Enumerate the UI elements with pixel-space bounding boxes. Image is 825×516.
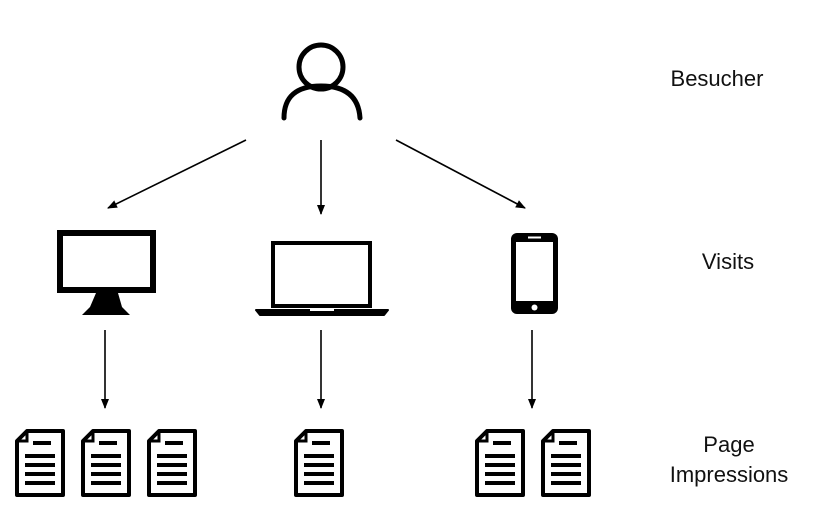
visitor-level-label: Besucher — [670, 66, 764, 91]
page-impressions-level-label: Page Impressions — [650, 430, 808, 490]
document-icon — [294, 429, 344, 497]
page-impressions-label-line2: Impressions — [669, 462, 789, 487]
document-icon — [475, 429, 525, 497]
document-icon — [147, 429, 197, 497]
page-impressions-label-line1: Page — [703, 432, 755, 457]
monitor-icon — [57, 230, 156, 315]
arrow-visitor-to-smartphone — [395, 139, 526, 209]
laptop-icon — [255, 241, 389, 316]
document-icon — [15, 429, 65, 497]
smartphone-icon — [511, 233, 558, 314]
arrow-visitor-to-desktop — [107, 139, 247, 209]
document-icon — [81, 429, 131, 497]
user-icon — [281, 42, 363, 121]
visits-level-label: Visits — [701, 249, 755, 274]
document-icon — [541, 429, 591, 497]
